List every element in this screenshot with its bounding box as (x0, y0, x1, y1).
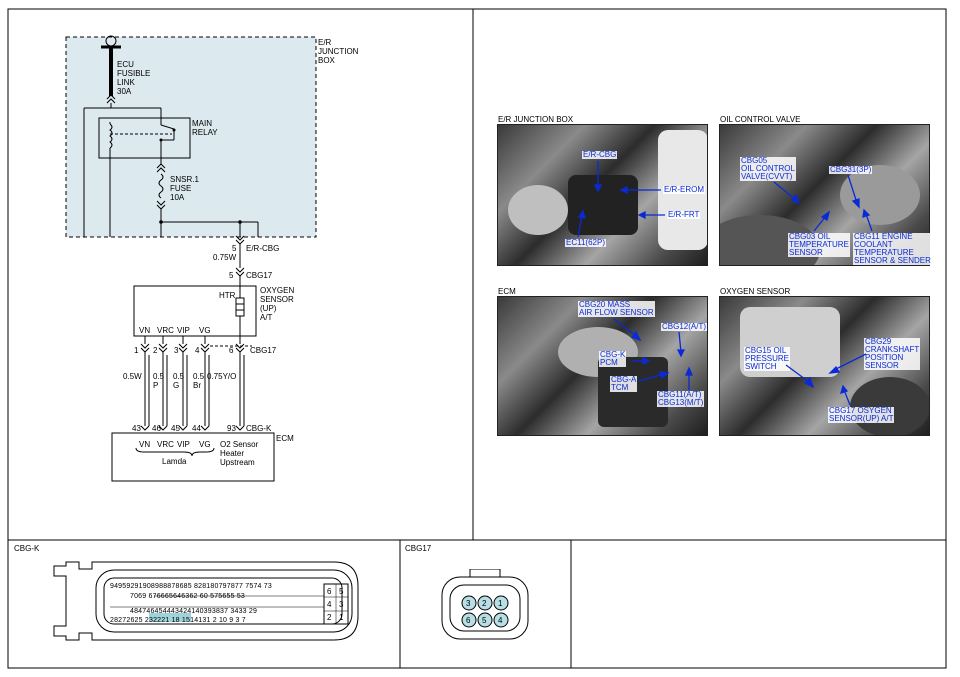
cbgk-side-pin-5: 5 (339, 587, 344, 596)
cbgk-row-1: 94959291908988878685 828180797877 7574 7… (110, 583, 272, 590)
cbgk-side-pin-2: 2 (327, 613, 332, 622)
cbgk-side-pin-1: 1 (339, 613, 344, 622)
ecm-pin-46: 46 (152, 424, 161, 433)
oxygen-sensor-label: OXYGEN SENSOR (UP) A/T (260, 286, 295, 322)
schematic-drawing (65, 35, 317, 482)
cbgk-row-2: 7069 676665646362 60 575655 53 (130, 593, 245, 600)
ecm-pin-93: 93 (227, 424, 236, 433)
cbg17-pin-4: 4 (195, 346, 200, 355)
callout-cbg20: CBG20 MASS AIR FLOW SENSOR (578, 300, 655, 317)
callout-er-cbg: E/R-CBG (582, 150, 618, 159)
ecm-signal-vrc: VRC (157, 440, 174, 449)
cbgk-row-3: 484746454443424140393837 3433 29 (130, 608, 258, 615)
ecm-pin-45: 45 (171, 424, 180, 433)
htr-label: HTR (219, 291, 236, 300)
callout-cbg05: CBG05 OIL CONTROL VALVE(CVVT) (740, 156, 796, 181)
wire-color-vg: 0.5 Br (193, 372, 205, 390)
cbg17-face-pin-4: 4 (498, 616, 503, 625)
cbgk-side-pin-3: 3 (339, 600, 344, 609)
callout-arrows (577, 161, 873, 406)
cbgk-outline (53, 561, 359, 641)
callout-ec11: EC11(62P) (565, 238, 606, 247)
photo-ecm (497, 296, 708, 436)
sensor-pin-vrc: VRC (157, 326, 174, 335)
photo-title-oxygen-sensor: OXYGEN SENSOR (720, 287, 791, 296)
wire-color-vn: 0.5W (123, 372, 142, 381)
callout-cbg29: CBG29 CRANKSHAFT POSITION SENSOR (864, 337, 921, 370)
photo-title-ecm: ECM (498, 287, 516, 296)
ecm-signal-vn: VN (139, 440, 151, 449)
cbgk-side-pin-4: 4 (327, 600, 332, 609)
wire-color-vip: 0.5 G (173, 372, 185, 390)
fusible-link-label: ECU FUSIBLE LINK 30A (117, 60, 151, 96)
cbg17-bottom-connector: CBG17 (250, 346, 277, 355)
wire-color-htr: 0.75Y/O (207, 372, 237, 381)
ecm-pin-44: 44 (192, 424, 201, 433)
wire-color-vrc: 0.5 P (153, 372, 165, 390)
cbg17-face-pin-2: 2 (482, 599, 487, 608)
ecm-connector: CBG-K (246, 424, 272, 433)
ecm-label: ECM (276, 434, 294, 443)
callout-er-frt: E/R-FRT (667, 210, 701, 219)
cbg17-face-pin-6: 6 (466, 616, 471, 625)
cbgk-title: CBG-K (14, 544, 40, 553)
ecm-signal-vip: VIP (177, 440, 190, 449)
cbgk-side-pin-6: 6 (327, 587, 332, 596)
callout-cbg11-cbg13: CBG11(A/T) CBG13(M/T) (657, 390, 705, 407)
cbg17-face-pin-3: 3 (466, 599, 471, 608)
callout-cbg15: CBG15 OIL PRESSURE SWITCH (744, 346, 791, 371)
cbg17-outline (441, 569, 529, 640)
wiring-schematic: E/R JUNCTION BOX ECU FUSIBLE LINK 30A MA… (0, 0, 473, 540)
sensor-pin-vn: VN (139, 326, 151, 335)
cbg17-face-pin-5: 5 (482, 616, 487, 625)
callout-er-erom: E/R-EROM (663, 185, 705, 194)
lamda-label: Lamda (162, 457, 187, 466)
main-relay-label: MAIN RELAY (192, 119, 218, 137)
callout-cbg17: CBG17 OSYGEN SENSOR(UP) A/T (828, 406, 895, 423)
ecm-pin-43: 43 (132, 424, 141, 433)
er-cbg-pin: 5 (232, 244, 237, 253)
component-locations: E/R JUNCTION BOX E/R-CBG E/R-EROM E/R-FR… (474, 10, 946, 540)
cbg17-top-pin: 5 (229, 271, 234, 280)
callout-cbg12: CBG12(A/T) (661, 322, 708, 331)
callout-cbg03: CBG03 OIL TEMPERATURE SENSOR (788, 232, 850, 257)
sensor-pin-vg: VG (199, 326, 211, 335)
cbg17-connector: 3 2 1 6 5 4 (440, 569, 530, 641)
callout-cbg-a: CBG-A TCM (610, 375, 638, 392)
cbg17-pin-2: 2 (153, 346, 158, 355)
junction-box-label: E/R JUNCTION BOX (318, 38, 359, 65)
callout-cbg31: CBG31(3P) (829, 165, 873, 174)
cbg17-pin-3: 3 (174, 346, 179, 355)
cbgk-connector: 94959291908988878685 828180797877 7574 7… (44, 560, 360, 642)
junction-box-region (65, 36, 317, 238)
cbgk-row-4: 28272625 232221 18 1514131 2 10 9 3 7 (110, 617, 246, 624)
callout-cbg-k: CBG-K PCM (599, 350, 627, 367)
photo-title-junction-box: E/R JUNCTION BOX (498, 115, 574, 124)
callout-cbg11-ect: CBG11 ENGINE COOLANT TEMPERATURE SENSOR … (853, 232, 932, 265)
fuse-label: SNSR.1 FUSE 10A (170, 175, 199, 202)
photo-title-oil-control-valve: OIL CONTROL VALVE (720, 115, 801, 124)
cbg17-pin-1: 1 (134, 346, 139, 355)
o2-heater-label: O2 Sensor Heater Upstream (220, 440, 259, 467)
er-cbg-wire: 0.75W (213, 253, 237, 262)
cbg17-title: CBG17 (405, 544, 432, 553)
sensor-pin-vip: VIP (177, 326, 190, 335)
cbg17-pin-6: 6 (229, 346, 234, 355)
ecm-signal-vg: VG (199, 440, 211, 449)
er-cbg-connector: E/R-CBG (246, 244, 280, 253)
cbg17-face-pin-1: 1 (498, 599, 503, 608)
cbg17-top-connector: CBG17 (246, 271, 273, 280)
